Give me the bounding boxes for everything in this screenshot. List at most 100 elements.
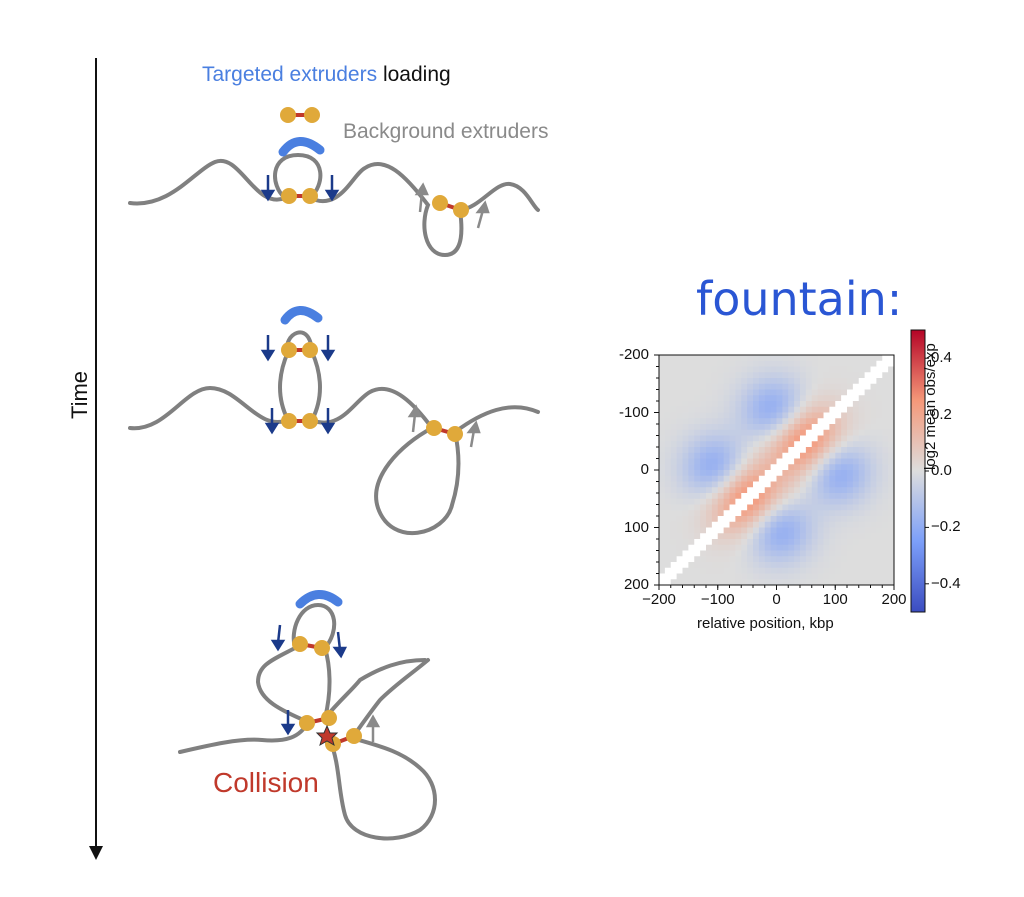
heatmap-cell [664, 429, 672, 436]
heatmap-cell [670, 447, 678, 454]
heatmap-cell [682, 470, 689, 477]
heatmap-cell [694, 527, 701, 534]
heatmap-cell [764, 487, 772, 494]
heatmap-cell [729, 470, 736, 477]
heatmap-cell [829, 573, 836, 580]
heatmap-cell [870, 383, 877, 390]
heatmap-cell [682, 389, 689, 396]
heatmap-cell [847, 441, 854, 448]
heatmap-cell [753, 533, 760, 540]
heatmap-cell [694, 498, 701, 505]
heatmap-cell [706, 366, 713, 373]
heatmap-cell [735, 366, 742, 373]
heatmap-cell [794, 383, 801, 390]
heatmap-cell [723, 498, 730, 505]
heatmap-cell [841, 481, 848, 488]
heatmap-cell [717, 383, 725, 390]
heatmap-cell [711, 401, 719, 408]
heatmap-cell [735, 355, 742, 362]
heatmap-cell [800, 504, 807, 511]
heatmap-cell [876, 441, 883, 448]
heatmap-cell [764, 378, 772, 385]
heatmap-cell [852, 516, 860, 523]
heatmap-cell [864, 424, 871, 431]
heatmap-cell [805, 504, 813, 511]
heatmap-cell [758, 498, 766, 505]
heatmap-cell [776, 366, 783, 373]
heatmap-cell [735, 424, 742, 431]
heatmap-cell [811, 521, 819, 528]
heatmap-cell [888, 544, 895, 551]
heatmap-cell [717, 533, 725, 540]
heatmap-cell [841, 470, 848, 477]
heatmap-cell [823, 366, 830, 373]
heatmap-cell [753, 412, 760, 419]
heatmap-cell [700, 395, 707, 402]
heatmap-cell [829, 510, 836, 517]
heatmap-cell [776, 498, 783, 505]
heatmap-cell [747, 470, 754, 477]
heatmap-cell [770, 533, 777, 540]
heatmap-cell [700, 441, 707, 448]
heatmap-cell [888, 516, 895, 523]
heatmap-cell [706, 378, 713, 385]
heatmap-cell [753, 378, 760, 385]
heatmap-cell [835, 452, 842, 459]
heatmap-cell [811, 389, 819, 396]
heatmap-cell [870, 475, 877, 482]
heatmap-cell [694, 475, 701, 482]
heatmap-cell [805, 360, 813, 367]
heatmap-cell [782, 435, 789, 442]
heatmap-cell [711, 556, 719, 563]
heatmap-cell [776, 533, 783, 540]
heatmap-cell [864, 383, 871, 390]
heatmap-cell [782, 395, 789, 402]
heatmap-cell [676, 516, 683, 523]
heatmap-cell [811, 406, 819, 413]
heatmap-cell [858, 464, 866, 471]
heatmap-cell [852, 539, 860, 546]
heatmap-cell [688, 441, 695, 448]
heatmap-cell [882, 544, 889, 551]
heatmap-cell [817, 493, 824, 500]
heatmap-cell [852, 389, 860, 396]
heatmap-cell [829, 470, 836, 477]
heatmap-cell [882, 447, 889, 454]
heatmap-cell [876, 527, 883, 534]
heatmap-cell [764, 412, 772, 419]
heatmap-cell [717, 573, 725, 580]
heatmap-cell [858, 550, 866, 557]
heatmap-cell [858, 475, 866, 482]
heatmap-cell [882, 401, 889, 408]
heatmap-cell [700, 424, 707, 431]
heatmap-cell [753, 516, 760, 523]
heatmap-cell [882, 355, 889, 362]
heatmap-cell [741, 516, 748, 523]
heatmap-cell [817, 412, 824, 419]
heatmap-cell [788, 412, 795, 419]
heatmap-cell [858, 562, 866, 569]
heatmap-cell [670, 418, 678, 425]
heatmap-cell [711, 458, 719, 465]
heatmap-cell [659, 573, 666, 580]
heatmap-cell [758, 504, 766, 511]
heatmap-cell [823, 539, 830, 546]
heatmap-cell [788, 510, 795, 517]
heatmap-cell [852, 429, 860, 436]
heatmap-cell [805, 550, 813, 557]
heatmap-cell [835, 533, 842, 540]
heatmap-cell [753, 435, 760, 442]
heatmap-cell [817, 418, 824, 425]
heatmap-cell [876, 401, 883, 408]
heatmap-cell [817, 521, 824, 528]
targeted-arrows [260, 175, 340, 202]
heatmap-cell [688, 360, 695, 367]
heatmap-cell [700, 556, 707, 563]
heatmap-cell [670, 527, 678, 534]
heatmap-cell [723, 389, 730, 396]
heatmap-cell [782, 498, 789, 505]
heatmap-cell [753, 424, 760, 431]
heatmap-cell [723, 429, 730, 436]
heatmap-cell [676, 412, 683, 419]
heatmap-cell [670, 493, 678, 500]
